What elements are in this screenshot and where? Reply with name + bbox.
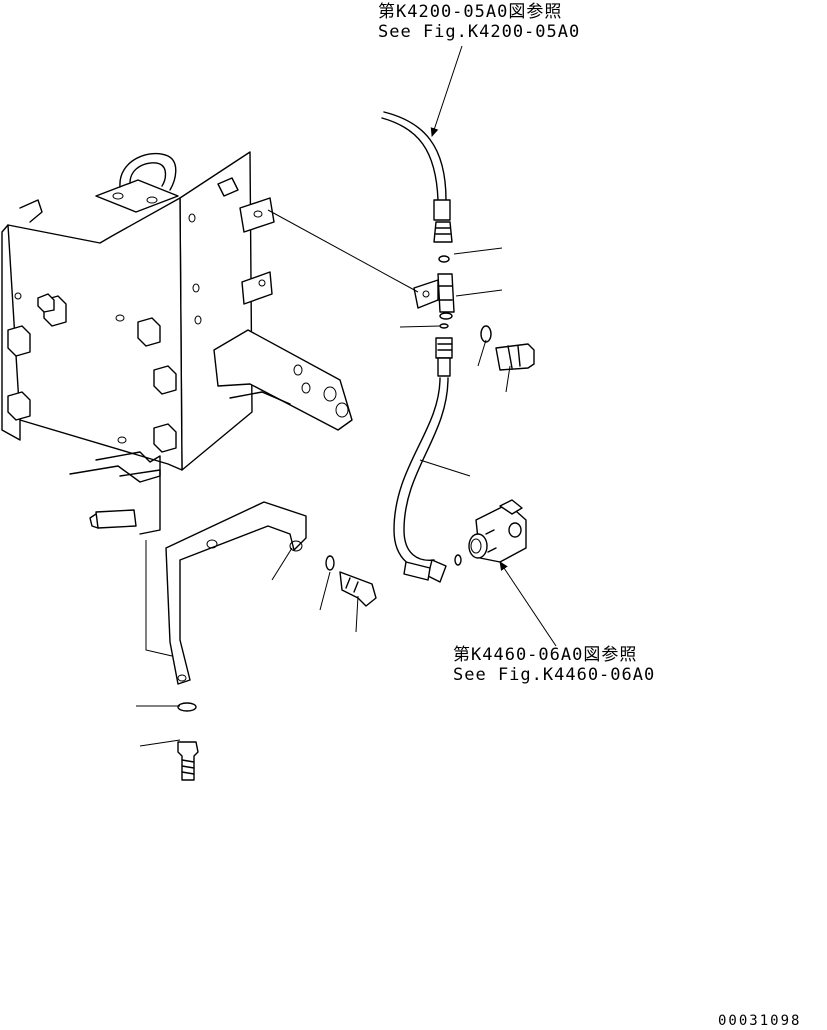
o-ring-lower: [439, 323, 449, 329]
washer-bottom: [177, 702, 197, 712]
reference-top-en: See Fig.K4200-05A0: [378, 22, 581, 42]
o-ring-valve: [454, 554, 462, 566]
connector-block: [413, 273, 455, 320]
bolt-upper-right: [495, 343, 535, 371]
bolt-bottom: [177, 741, 199, 781]
lower-hose: [393, 337, 453, 583]
reference-label-top: 第K4200-05A0図参照 See Fig.K4200-05A0: [378, 2, 580, 42]
lever-bracket: [213, 329, 353, 431]
document-number: 00031098: [718, 1013, 802, 1029]
washer-middle: [325, 555, 335, 571]
valve-body: [468, 499, 527, 563]
main-bracket-panel: [1, 151, 275, 535]
o-ring-upper: [438, 255, 450, 263]
upper-hose: [381, 111, 453, 243]
washer-upper: [480, 325, 492, 343]
bolt-lower-middle: [339, 571, 377, 607]
reference-top-jp: 第K4200-05A0図参照: [378, 2, 563, 22]
lower-support-bracket: [145, 501, 307, 685]
reference-bottom-en: See Fig.K4460-06A0: [453, 665, 656, 685]
leader-lines: [136, 45, 557, 747]
reference-label-bottom: 第K4460-06A0図参照 See Fig.K4460-06A0: [453, 645, 655, 685]
reference-bottom-jp: 第K4460-06A0図参照: [453, 645, 638, 665]
